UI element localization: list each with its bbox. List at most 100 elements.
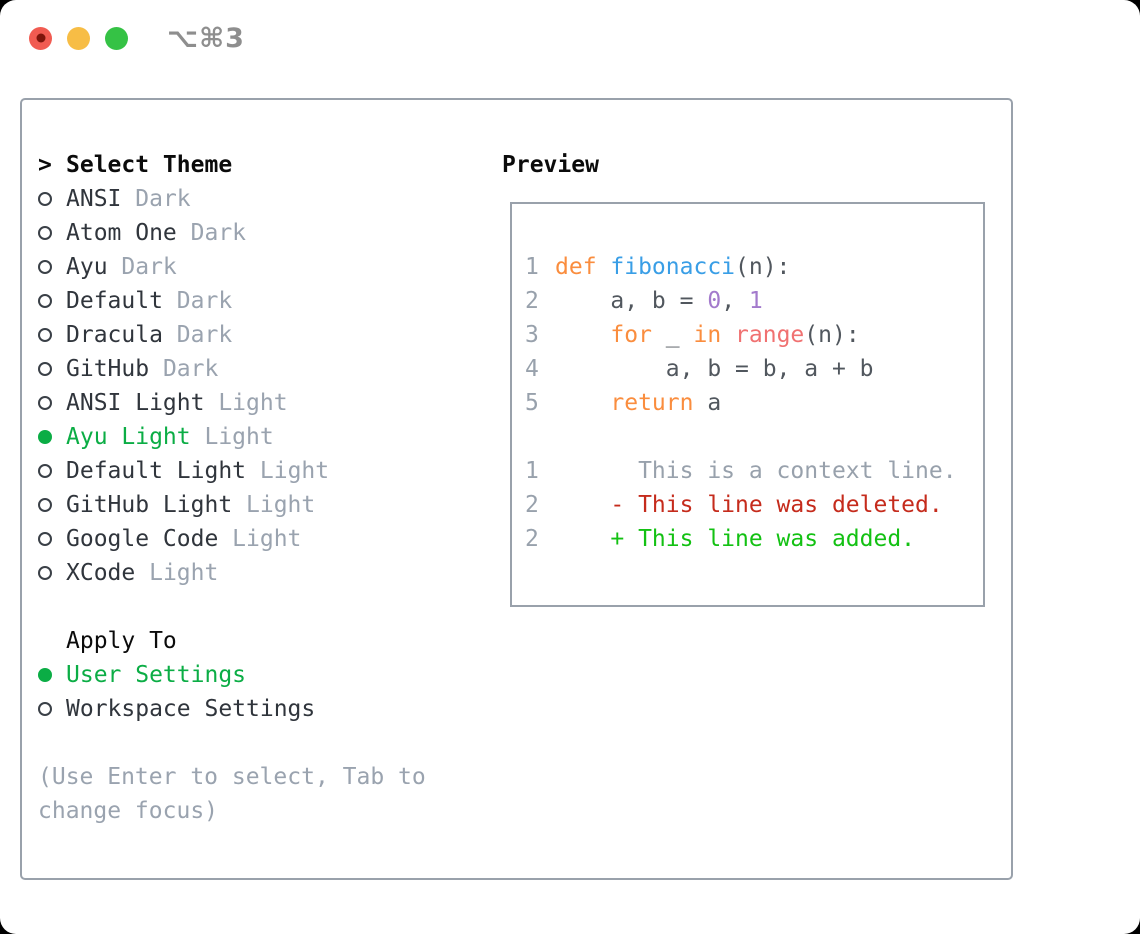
code-line: 3 for _ in range(n): bbox=[525, 318, 983, 352]
code-line: 4 a, b = b, a + b bbox=[525, 352, 983, 386]
radio-unselected-icon bbox=[38, 396, 52, 410]
code-line: 2 - This line was deleted. bbox=[525, 488, 983, 522]
radio-unselected-icon bbox=[38, 702, 52, 716]
code-line: 2 + This line was added. bbox=[525, 522, 983, 556]
theme-name: Ayu bbox=[66, 254, 122, 280]
unsaved-indicator-dot bbox=[36, 33, 45, 43]
preview-title: Preview bbox=[502, 152, 599, 178]
code-segment-keyword: in bbox=[693, 322, 722, 348]
theme-option-google-code[interactable]: Google Code Light bbox=[38, 522, 502, 556]
apply-to-title: Apply To bbox=[66, 628, 177, 654]
theme-name: Default bbox=[66, 288, 177, 314]
keyboard-shortcut-label: ⌥⌘3 bbox=[167, 22, 245, 54]
radio-unselected-icon bbox=[38, 532, 52, 546]
code-line: 5 return a bbox=[525, 386, 983, 420]
select-theme-title: Select Theme bbox=[66, 152, 233, 178]
theme-name: Google Code bbox=[66, 526, 233, 552]
theme-option-dracula[interactable]: Dracula Dark bbox=[38, 318, 502, 352]
minimize-button[interactable] bbox=[67, 26, 90, 50]
marker-placeholder bbox=[38, 634, 52, 648]
code-segment-keyword: def bbox=[555, 254, 611, 280]
theme-variant-label: Dark bbox=[135, 186, 191, 212]
theme-name: Default Light bbox=[66, 458, 260, 484]
zoom-button[interactable] bbox=[105, 26, 128, 50]
code-segment-default: (n): bbox=[735, 254, 791, 280]
line-number: 2 bbox=[525, 526, 539, 552]
theme-name: Dracula bbox=[66, 322, 177, 348]
code-segment-added: + This line was added. bbox=[555, 526, 916, 552]
title-bar: ⌥⌘3 bbox=[0, 0, 1140, 76]
line-number: 2 bbox=[525, 492, 539, 518]
line-number: 5 bbox=[525, 390, 539, 416]
theme-name: ANSI bbox=[66, 186, 136, 212]
radio-unselected-icon bbox=[38, 362, 52, 376]
code-segment-default bbox=[555, 322, 610, 348]
theme-option-github-light[interactable]: GitHub Light Light bbox=[38, 488, 502, 522]
code-line: 1 This is a context line. bbox=[525, 454, 983, 488]
radio-unselected-icon bbox=[38, 226, 52, 240]
code-segment-number: 0 bbox=[707, 288, 722, 314]
theme-variant-label: Dark bbox=[121, 254, 177, 280]
radio-unselected-icon bbox=[38, 498, 52, 512]
code-line: 2 a, b = 0, 1 bbox=[525, 284, 983, 318]
code-segment-default: _ bbox=[651, 322, 694, 348]
line-number: 4 bbox=[525, 356, 539, 382]
theme-option-xcode[interactable]: XCode Light bbox=[38, 556, 502, 590]
code-segment-default: a, b = bbox=[555, 288, 708, 314]
theme-name: GitHub bbox=[66, 356, 163, 382]
theme-variant-label: Light bbox=[204, 424, 274, 450]
theme-variant-label: Light bbox=[259, 458, 330, 484]
theme-option-atom-one[interactable]: Atom One Dark bbox=[38, 216, 502, 250]
theme-option-ayu-light[interactable]: Ayu Light Light bbox=[38, 420, 502, 454]
radio-unselected-icon bbox=[38, 328, 52, 342]
line-number: 2 bbox=[525, 288, 539, 314]
apply-option-workspace-settings[interactable]: Workspace Settings bbox=[38, 692, 502, 726]
code-segment-number: 1 bbox=[748, 288, 763, 314]
code-segment-deleted: - This line was deleted. bbox=[555, 492, 943, 518]
select-theme-header-row: > Select Theme bbox=[38, 148, 502, 182]
code-segment-default: , bbox=[721, 288, 749, 314]
radio-selected-icon bbox=[38, 668, 52, 682]
close-button[interactable] bbox=[29, 26, 52, 50]
theme-variant-label: Dark bbox=[162, 356, 219, 382]
code-segment-keyword: for bbox=[610, 322, 652, 348]
theme-name: ANSI Light bbox=[66, 390, 219, 416]
theme-name: GitHub Light bbox=[66, 492, 247, 518]
theme-option-ansi-light[interactable]: ANSI Light Light bbox=[38, 386, 502, 420]
code-segment-default: a, b = b, a + b bbox=[555, 356, 874, 382]
apply-to-header-row: Apply To bbox=[38, 624, 502, 658]
theme-option-ayu[interactable]: Ayu Dark bbox=[38, 250, 502, 284]
apply-option-user-settings[interactable]: User Settings bbox=[38, 658, 502, 692]
theme-option-default-light[interactable]: Default Light Light bbox=[38, 454, 502, 488]
code-segment-default: (n): bbox=[804, 322, 860, 348]
theme-variant-label: Light bbox=[149, 560, 219, 586]
theme-option-github[interactable]: GitHub Dark bbox=[38, 352, 502, 386]
radio-selected-icon bbox=[38, 430, 52, 444]
theme-variant-label: Dark bbox=[176, 288, 233, 314]
radio-unselected-icon bbox=[38, 566, 52, 580]
theme-name: Atom One bbox=[66, 220, 191, 246]
radio-unselected-icon bbox=[38, 260, 52, 274]
apply-option-label: User Settings bbox=[66, 662, 247, 688]
radio-unselected-icon bbox=[38, 294, 52, 308]
code-segment-default bbox=[555, 390, 610, 416]
theme-option-ansi[interactable]: ANSI Dark bbox=[38, 182, 502, 216]
theme-option-default[interactable]: Default Dark bbox=[38, 284, 502, 318]
theme-variant-label: Dark bbox=[190, 220, 247, 246]
theme-variant-label: Light bbox=[232, 526, 302, 552]
code-segment-default: a bbox=[693, 390, 722, 416]
keyboard-hint-text: (Use Enter to select, Tab to change focu… bbox=[38, 764, 426, 824]
theme-name: Ayu Light bbox=[66, 424, 205, 450]
theme-name: XCode bbox=[66, 560, 150, 586]
apply-option-label: Workspace Settings bbox=[66, 696, 316, 722]
focus-caret-icon: > bbox=[38, 152, 52, 178]
code-segment-keyword: return bbox=[610, 390, 694, 416]
line-number: 3 bbox=[525, 322, 539, 348]
